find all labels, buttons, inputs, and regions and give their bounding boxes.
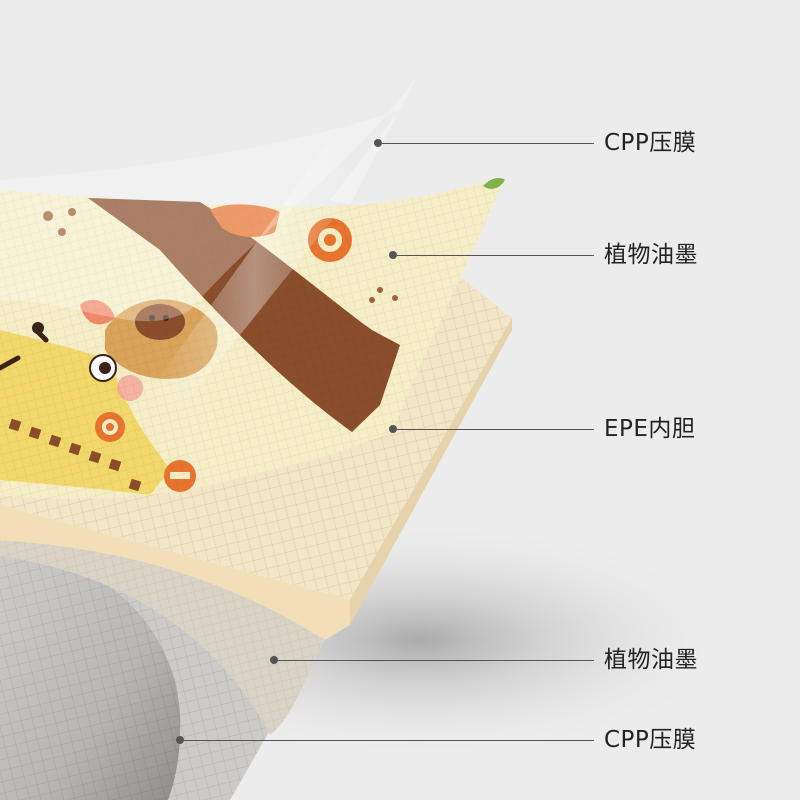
callout-line: [278, 660, 594, 661]
callout-cpp-bottom: CPP压膜: [0, 725, 800, 755]
layer-label-epe-core: EPE内胆: [604, 416, 696, 442]
layer-label-ink-bottom: 植物油墨: [604, 647, 698, 673]
callout-line: [397, 429, 594, 430]
callout-epe-core: EPE内胆: [0, 414, 800, 444]
ink-bottom-layer: [0, 540, 325, 735]
callout-ink-bottom: 植物油墨: [0, 645, 800, 675]
cpp-film-top-layer: [0, 70, 420, 410]
callout-line: [184, 740, 594, 741]
callout-dot: [389, 425, 397, 433]
layer-label-cpp-bottom: CPP压膜: [604, 727, 697, 753]
callout-line: [397, 255, 594, 256]
callout-dot: [374, 139, 382, 147]
cpp-film-bottom-layer: [0, 545, 270, 800]
callout-cpp-top: CPP压膜: [0, 128, 800, 158]
callout-line: [382, 143, 594, 144]
layer-label-cpp-top: CPP压膜: [604, 130, 697, 156]
callout-dot: [176, 736, 184, 744]
callout-dot: [389, 251, 397, 259]
callout-ink-top: 植物油墨: [0, 240, 800, 270]
callout-dot: [270, 656, 278, 664]
layer-label-ink-top: 植物油墨: [604, 242, 698, 268]
